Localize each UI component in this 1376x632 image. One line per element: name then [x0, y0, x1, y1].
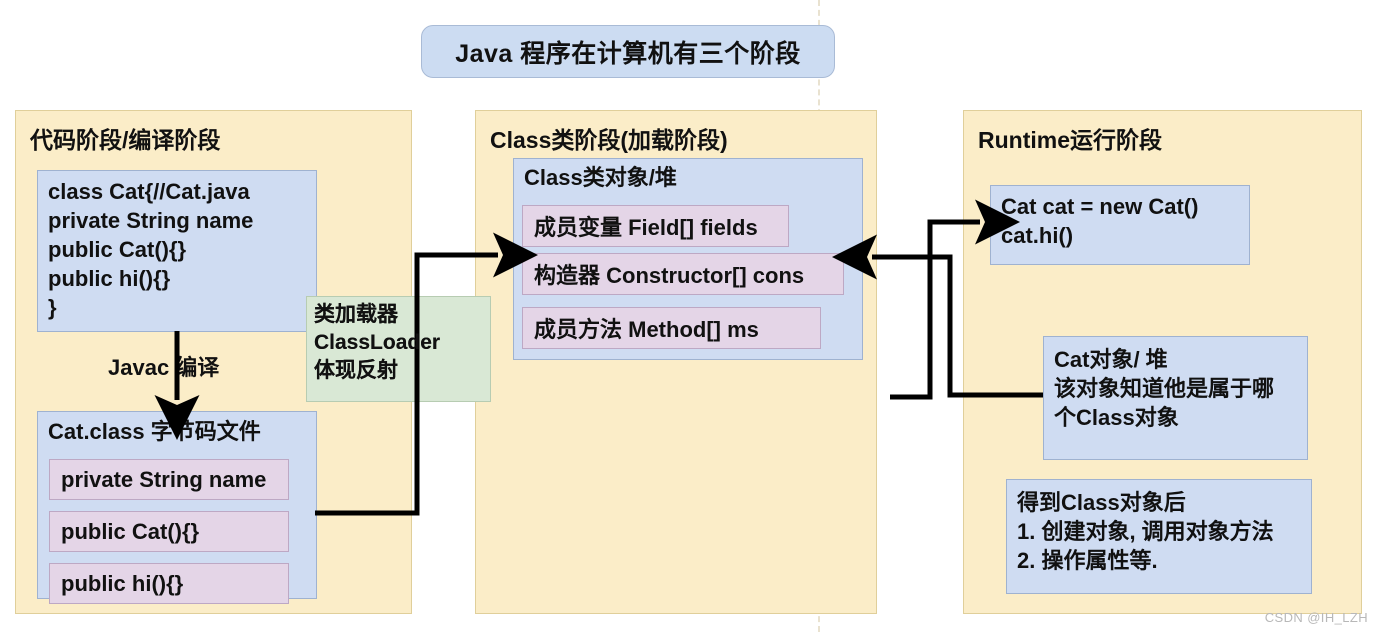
bytecode-member-constructor: public Cat(){}	[49, 511, 289, 552]
csdn-watermark: CSDN @IH_LZH	[1264, 610, 1368, 625]
class-member-methods-label: 成员方法 Method[] ms	[534, 317, 759, 342]
source-code-text: class Cat{//Cat.java private String name…	[48, 179, 254, 320]
class-member-fields-label: 成员变量 Field[] fields	[534, 215, 758, 240]
class-member-constructors-label: 构造器 Constructor[] cons	[534, 263, 805, 288]
bytecode-member-field: private String name	[49, 459, 289, 500]
class-object-title: Class类对象/堆	[524, 165, 677, 190]
cat-object-text: Cat对象/ 堆 该对象知道他是属于哪 个Class对象	[1054, 347, 1275, 430]
bytecode-member-method-label: public hi(){}	[61, 570, 184, 596]
stage-title-runtime: Runtime运行阶段	[978, 127, 1162, 153]
bytecode-member-constructor-label: public Cat(){}	[61, 518, 200, 544]
class-usage-note-text: 得到Class对象后 1. 创建对象, 调用对象方法 2. 操作属性等.	[1017, 490, 1274, 573]
bytecode-member-method: public hi(){}	[49, 563, 289, 604]
cat-object-box: Cat对象/ 堆 该对象知道他是属于哪 个Class对象	[1043, 336, 1308, 460]
runtime-code-text: Cat cat = new Cat() cat.hi()	[1001, 194, 1199, 248]
classloader-note-overlay-text: 类加载器 ClassLoader 体现反射	[314, 303, 441, 382]
stage-title-code: 代码阶段/编译阶段	[30, 127, 221, 153]
bytecode-member-field-label: private String name	[61, 466, 267, 492]
classloader-note-overlay: 类加载器 ClassLoader 体现反射	[306, 296, 491, 402]
class-usage-note-box: 得到Class对象后 1. 创建对象, 调用对象方法 2. 操作属性等.	[1006, 479, 1312, 594]
javac-compile-label: Javac 编译	[108, 355, 220, 380]
bytecode-file-title: Cat.class 字节码文件	[48, 419, 261, 444]
diagram-title-text: Java 程序在计算机有三个阶段	[455, 39, 801, 68]
runtime-code-box: Cat cat = new Cat() cat.hi()	[990, 185, 1250, 265]
source-code-box: class Cat{//Cat.java private String name…	[37, 170, 317, 332]
diagram-title-banner: Java 程序在计算机有三个阶段	[421, 25, 835, 78]
class-member-constructors: 构造器 Constructor[] cons	[522, 253, 844, 295]
class-member-methods: 成员方法 Method[] ms	[522, 307, 821, 349]
stage-title-class: Class类阶段(加载阶段)	[490, 127, 728, 153]
class-member-fields: 成员变量 Field[] fields	[522, 205, 789, 247]
